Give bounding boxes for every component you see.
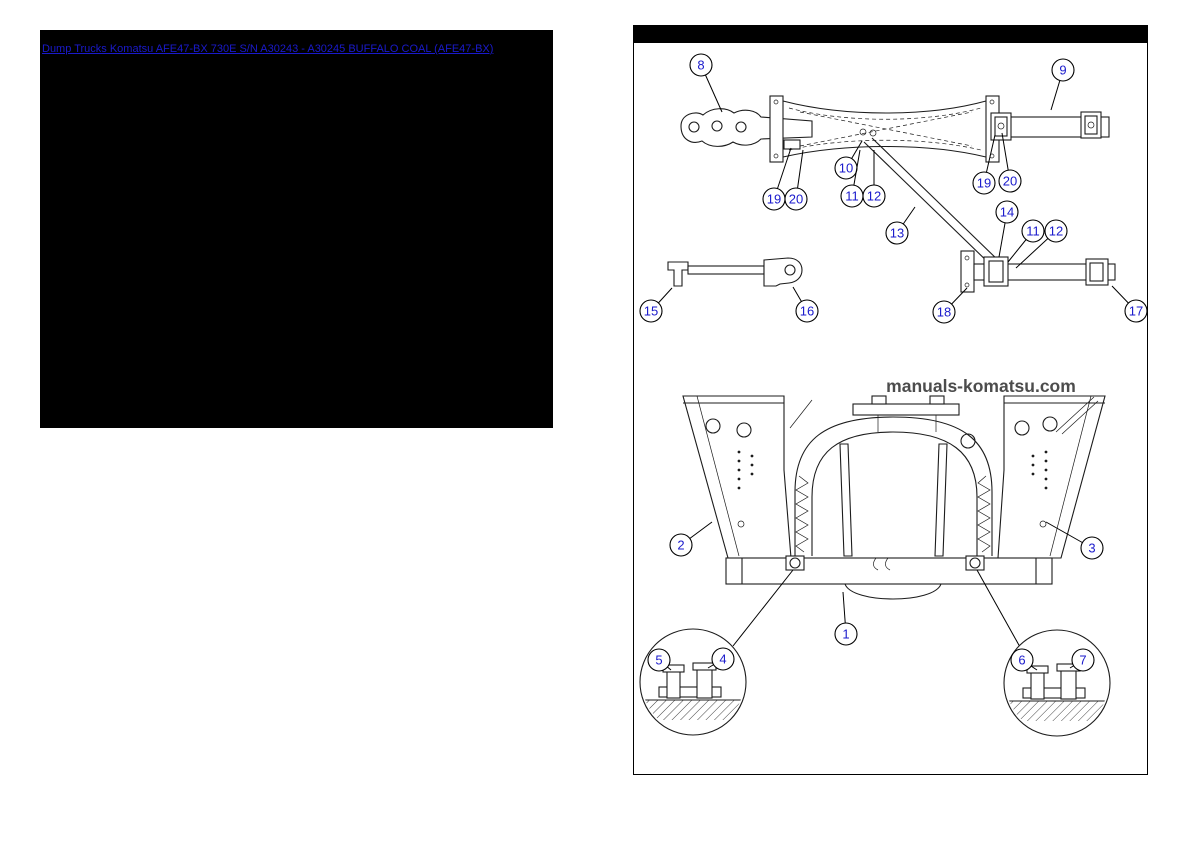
callout-number-20: 20 [1003, 174, 1017, 189]
steering-link-assembly [667, 257, 803, 287]
callout-number-10: 10 [839, 161, 853, 176]
callout-number-7: 7 [1079, 653, 1086, 668]
main-frame [682, 395, 1106, 648]
callout-number-11: 11 [845, 189, 859, 204]
callout-number-5: 5 [655, 653, 662, 668]
callout-19 [972, 171, 996, 195]
callout-number-9: 9 [1059, 63, 1066, 78]
right-plate [997, 395, 1106, 559]
callout-20 [998, 169, 1022, 193]
pin-left [785, 555, 805, 571]
media-placeholder-panel: Dump Trucks Komatsu AFE47-BX 730E S/N A3… [40, 30, 553, 428]
left-plate [682, 395, 813, 559]
callout-number-8: 8 [697, 58, 704, 73]
center-arch [794, 395, 993, 557]
callout-number-1: 1 [842, 627, 849, 642]
callout-12 [1044, 219, 1068, 243]
callout-number-14: 14 [1000, 205, 1014, 220]
pivot-pin-assembly [960, 250, 1116, 293]
callout-number-6: 6 [1018, 653, 1025, 668]
callout-number-18: 18 [937, 305, 951, 320]
callout-20 [784, 187, 808, 211]
watermark-text: manuals-komatsu.com [886, 376, 1076, 396]
callout-5 [647, 648, 671, 672]
diagonal-rod [863, 137, 1003, 269]
manual-title-link[interactable]: Dump Trucks Komatsu AFE47-BX 730E S/N A3… [42, 43, 494, 55]
callout-17 [1124, 299, 1148, 323]
callout-number-13: 13 [890, 226, 904, 241]
callout-6 [1010, 648, 1034, 672]
callout-number-16: 16 [800, 304, 814, 319]
parts-diagram-image: manuals-komatsu.com [633, 25, 1148, 775]
callout-12 [862, 184, 886, 208]
callout-2 [669, 533, 693, 557]
callout-3 [1080, 536, 1104, 560]
callout-8 [689, 53, 713, 77]
zoom-detail-right [1003, 629, 1111, 737]
pin-right [965, 555, 985, 571]
callout-number-3: 3 [1088, 541, 1095, 556]
callout-13 [885, 221, 909, 245]
callout-number-4: 4 [719, 652, 726, 667]
callout-number-19: 19 [767, 192, 781, 207]
callout-14 [995, 200, 1019, 224]
callout-number-2: 2 [677, 538, 684, 553]
callout-9 [1051, 58, 1075, 82]
callout-15 [639, 299, 663, 323]
callout-1 [834, 622, 858, 646]
callout-number-19: 19 [977, 176, 991, 191]
callout-16 [795, 299, 819, 323]
callout-number-11: 11 [1026, 224, 1040, 239]
callout-4 [711, 647, 735, 671]
zoom-leader-right [976, 569, 1021, 648]
crossmember-truss [769, 95, 1000, 163]
callout-number-12: 12 [867, 189, 881, 204]
callout-number-12: 12 [1049, 224, 1063, 239]
parts-diagram-panel: manuals-komatsu.com [633, 25, 1148, 775]
zoom-detail-left [639, 628, 747, 736]
callout-number-15: 15 [644, 304, 658, 319]
callout-number-17: 17 [1129, 304, 1143, 319]
callout-18 [932, 300, 956, 324]
base-crossbar [725, 557, 1053, 600]
callout-7 [1071, 648, 1095, 672]
callout-number-20: 20 [789, 192, 803, 207]
equalizer-bar-right [990, 111, 1110, 141]
callout-11 [1021, 219, 1045, 243]
diagram-header-bar [633, 25, 1148, 43]
zoom-leader-left [732, 569, 794, 647]
